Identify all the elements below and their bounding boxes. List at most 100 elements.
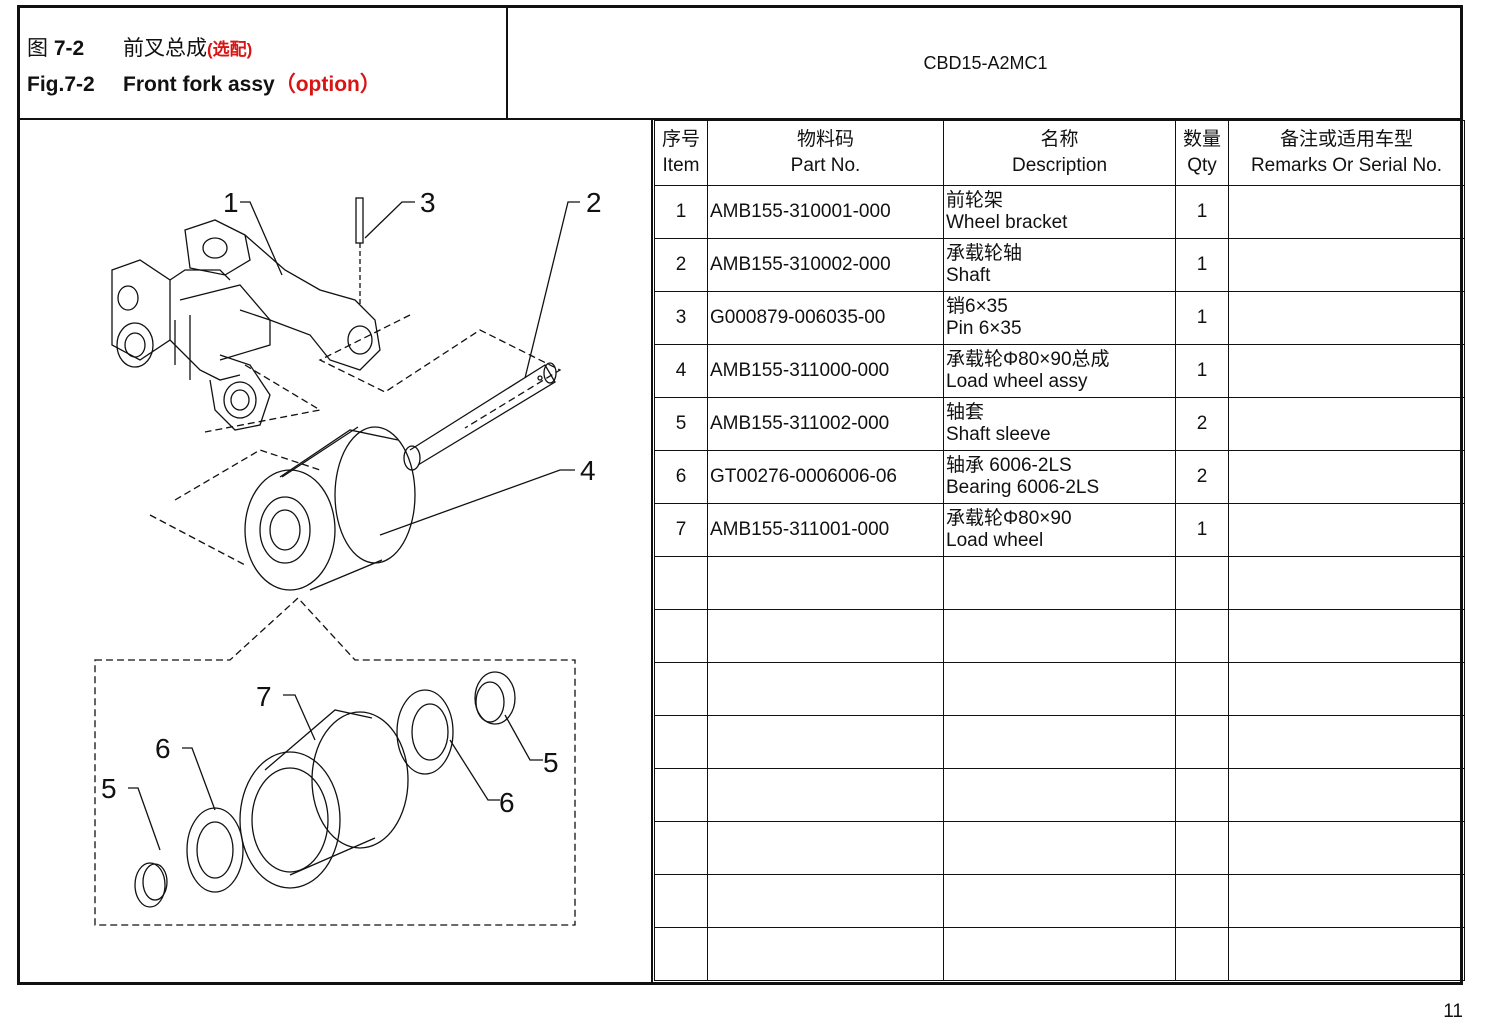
cell-item: 3 (654, 291, 708, 345)
cell-remarks (1228, 450, 1465, 504)
callout-5-left: 5 (101, 773, 117, 804)
cell-item: 6 (654, 450, 708, 504)
cell-item: 2 (654, 238, 708, 292)
empty-cell (943, 609, 1176, 663)
leader-lines (128, 201, 580, 851)
empty-table-row (654, 768, 1465, 822)
empty-cell (1175, 609, 1229, 663)
callout-6-right: 6 (499, 787, 515, 818)
cell-remarks (1228, 185, 1465, 239)
empty-table-row (654, 927, 1465, 981)
empty-table-row (654, 662, 1465, 716)
cell-part-no: AMB155-310002-000 (707, 238, 944, 292)
shaft-drawing (403, 362, 557, 471)
empty-cell (943, 768, 1176, 822)
empty-cell (654, 715, 708, 769)
empty-cell (654, 927, 708, 981)
empty-cell (1228, 927, 1465, 981)
cell-qty: 1 (1175, 238, 1229, 292)
header-divider (20, 118, 1460, 120)
option-en: （option） (274, 73, 381, 96)
callout-1: 1 (223, 187, 239, 218)
cell-qty: 2 (1175, 450, 1229, 504)
empty-cell (707, 927, 944, 981)
cell-remarks (1228, 291, 1465, 345)
cell-item: 1 (654, 185, 708, 239)
cell-remarks (1228, 344, 1465, 398)
empty-cell (707, 768, 944, 822)
empty-cell (654, 662, 708, 716)
empty-cell (1228, 715, 1465, 769)
cell-part-no: AMB155-310001-000 (707, 185, 944, 239)
cell-part-no: G000879-006035-00 (707, 291, 944, 345)
empty-cell (943, 927, 1176, 981)
empty-cell (1228, 821, 1465, 875)
cell-item: 4 (654, 344, 708, 398)
title-en-text: Front fork assy (123, 73, 275, 96)
load-wheel-assy-drawing (244, 426, 416, 591)
cell-qty: 1 (1175, 291, 1229, 345)
empty-cell (707, 556, 944, 610)
empty-cell (707, 609, 944, 663)
empty-cell (1175, 874, 1229, 928)
empty-cell (654, 768, 708, 822)
empty-cell (1175, 662, 1229, 716)
empty-cell (654, 556, 708, 610)
fig-label-cn: 图 (27, 37, 48, 60)
cell-qty: 2 (1175, 397, 1229, 451)
callout-2: 2 (586, 187, 602, 218)
empty-cell (1175, 768, 1229, 822)
empty-cell (943, 715, 1176, 769)
cell-remarks (1228, 238, 1465, 292)
empty-cell (707, 821, 944, 875)
cell-item: 7 (654, 503, 708, 557)
empty-table-row (654, 874, 1465, 928)
cell-qty: 1 (1175, 185, 1229, 239)
empty-table-row (654, 556, 1465, 610)
callout-3: 3 (420, 187, 436, 218)
cell-item: 5 (654, 397, 708, 451)
empty-cell (1228, 874, 1465, 928)
empty-cell (1175, 927, 1229, 981)
title-cn-text: 前叉总成 (123, 37, 207, 60)
empty-cell (943, 556, 1176, 610)
empty-cell (707, 715, 944, 769)
fig-number-cn: 7-2 (53, 37, 85, 60)
empty-cell (943, 821, 1176, 875)
callout-5-right: 5 (543, 747, 559, 778)
callout-7: 7 (256, 681, 272, 712)
empty-cell (1175, 715, 1229, 769)
empty-cell (654, 821, 708, 875)
model-code: CBD15-A2MC1 (923, 52, 1048, 73)
empty-cell (1228, 768, 1465, 822)
page-number: 11 (1443, 1001, 1463, 1022)
cell-part-no: GT00276-0006006-06 (707, 450, 944, 504)
exploded-wheel-parts (134, 671, 516, 908)
callout-labels: 1 3 2 4 7 6 5 5 6 (101, 187, 602, 818)
assembly-lines (94, 314, 576, 926)
empty-cell (943, 662, 1176, 716)
empty-cell (707, 874, 944, 928)
empty-cell (654, 874, 708, 928)
empty-cell (1228, 662, 1465, 716)
empty-cell (1175, 556, 1229, 610)
